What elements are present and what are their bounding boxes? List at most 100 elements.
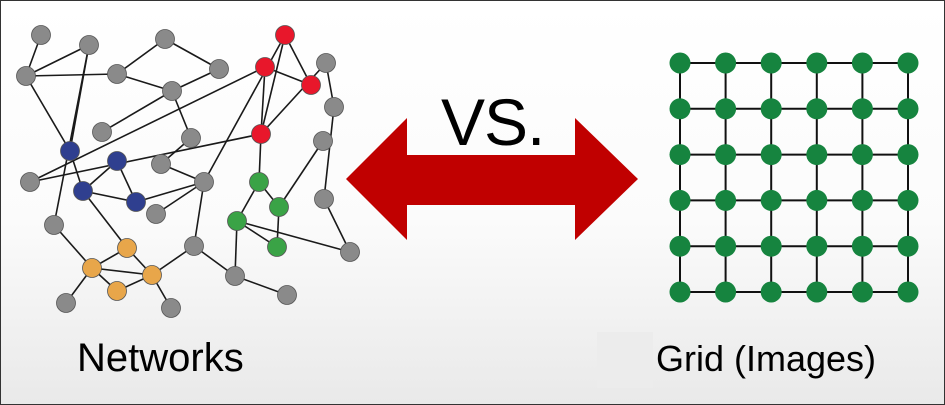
grid-node <box>715 281 737 303</box>
grid-node <box>851 189 873 211</box>
grid-node <box>669 98 691 120</box>
network-node-red <box>275 25 295 45</box>
grid-node <box>715 189 737 211</box>
grid-node <box>851 144 873 166</box>
grid-node <box>715 98 737 120</box>
grid-node <box>897 52 919 74</box>
network-node-gray <box>316 53 336 73</box>
grid-node <box>669 52 691 74</box>
double-arrow-icon <box>346 118 638 240</box>
grid-node <box>760 235 782 257</box>
grid-node <box>897 189 919 211</box>
network-edge <box>101 90 173 133</box>
grid-node <box>669 235 691 257</box>
grid-node <box>851 235 873 257</box>
grid-node <box>669 189 691 211</box>
network-node-gray <box>314 189 334 209</box>
network-edge <box>203 34 286 183</box>
grid-node <box>806 98 828 120</box>
network-node-gray <box>107 64 127 84</box>
grid-node <box>760 144 782 166</box>
grid-node <box>760 98 782 120</box>
grid-node <box>715 52 737 74</box>
network-node-orange <box>142 265 162 285</box>
grid-images-label: Grid (Images) <box>656 338 877 379</box>
network-edge <box>29 133 262 183</box>
network-node-gray <box>20 172 40 192</box>
network-node-gray <box>277 285 297 305</box>
networks-label: Networks <box>77 336 244 380</box>
grid-node <box>897 235 919 257</box>
network-edge <box>260 62 327 135</box>
grid-edges <box>679 62 909 293</box>
grid-node <box>806 144 828 166</box>
grid-node <box>669 281 691 303</box>
network-node-orange <box>107 281 127 301</box>
network-node-gray <box>162 81 182 101</box>
vs-label: VS. <box>441 85 545 159</box>
network-node-gray <box>340 242 360 262</box>
grid-node <box>806 52 828 74</box>
network-edge <box>323 106 335 200</box>
network-node-gray <box>161 298 181 318</box>
grid-node <box>897 144 919 166</box>
network-node-red <box>255 57 275 77</box>
network-node-blue <box>73 181 93 201</box>
grid-lattice <box>669 52 919 303</box>
network-node-gray <box>324 97 344 117</box>
network-node-gray <box>184 236 204 256</box>
network-edge <box>260 34 286 135</box>
network-node-gray <box>225 266 245 286</box>
network-node-gray <box>146 204 166 224</box>
network-node-gray <box>92 122 112 142</box>
grid-node <box>897 98 919 120</box>
network-node-green <box>227 211 247 231</box>
network-edge <box>91 267 153 276</box>
network-edge <box>193 181 205 247</box>
network-node-red <box>251 124 271 144</box>
network-node-red <box>301 75 321 95</box>
network-graph <box>16 25 360 318</box>
network-edge <box>25 75 71 152</box>
network-node-green <box>269 197 289 217</box>
network-node-orange <box>82 258 102 278</box>
network-edge <box>29 66 266 183</box>
network-node-green <box>267 237 287 257</box>
network-node-gray <box>155 29 175 49</box>
grid-node <box>806 281 828 303</box>
grid-node <box>851 98 873 120</box>
grid-node <box>760 189 782 211</box>
network-node-gray <box>313 131 333 151</box>
network-edge <box>278 140 324 208</box>
grid-node <box>760 52 782 74</box>
network-node-orange <box>117 238 137 258</box>
network-node-gray <box>79 35 99 55</box>
grid-node <box>806 189 828 211</box>
network-edge <box>82 190 128 249</box>
overlay-patch <box>597 332 653 388</box>
network-node-gray <box>16 66 36 86</box>
grid-node <box>897 281 919 303</box>
network-node-gray <box>209 59 229 79</box>
network-node-gray <box>31 25 51 45</box>
network-node-blue <box>107 151 127 171</box>
grid-node <box>669 144 691 166</box>
grid-node <box>715 235 737 257</box>
network-node-gray <box>181 128 201 148</box>
network-node-gray <box>194 172 214 192</box>
grid-node <box>851 52 873 74</box>
network-node-blue <box>60 141 80 161</box>
network-edges <box>25 34 351 309</box>
network-node-blue <box>126 192 146 212</box>
network-edge <box>25 73 118 77</box>
grid-node <box>715 144 737 166</box>
grid-node <box>806 235 828 257</box>
network-edge <box>135 181 205 203</box>
network-node-gray <box>44 215 64 235</box>
network-edge <box>236 220 351 253</box>
network-node-gray <box>56 293 76 313</box>
network-edge <box>260 66 266 135</box>
grid-node <box>851 281 873 303</box>
